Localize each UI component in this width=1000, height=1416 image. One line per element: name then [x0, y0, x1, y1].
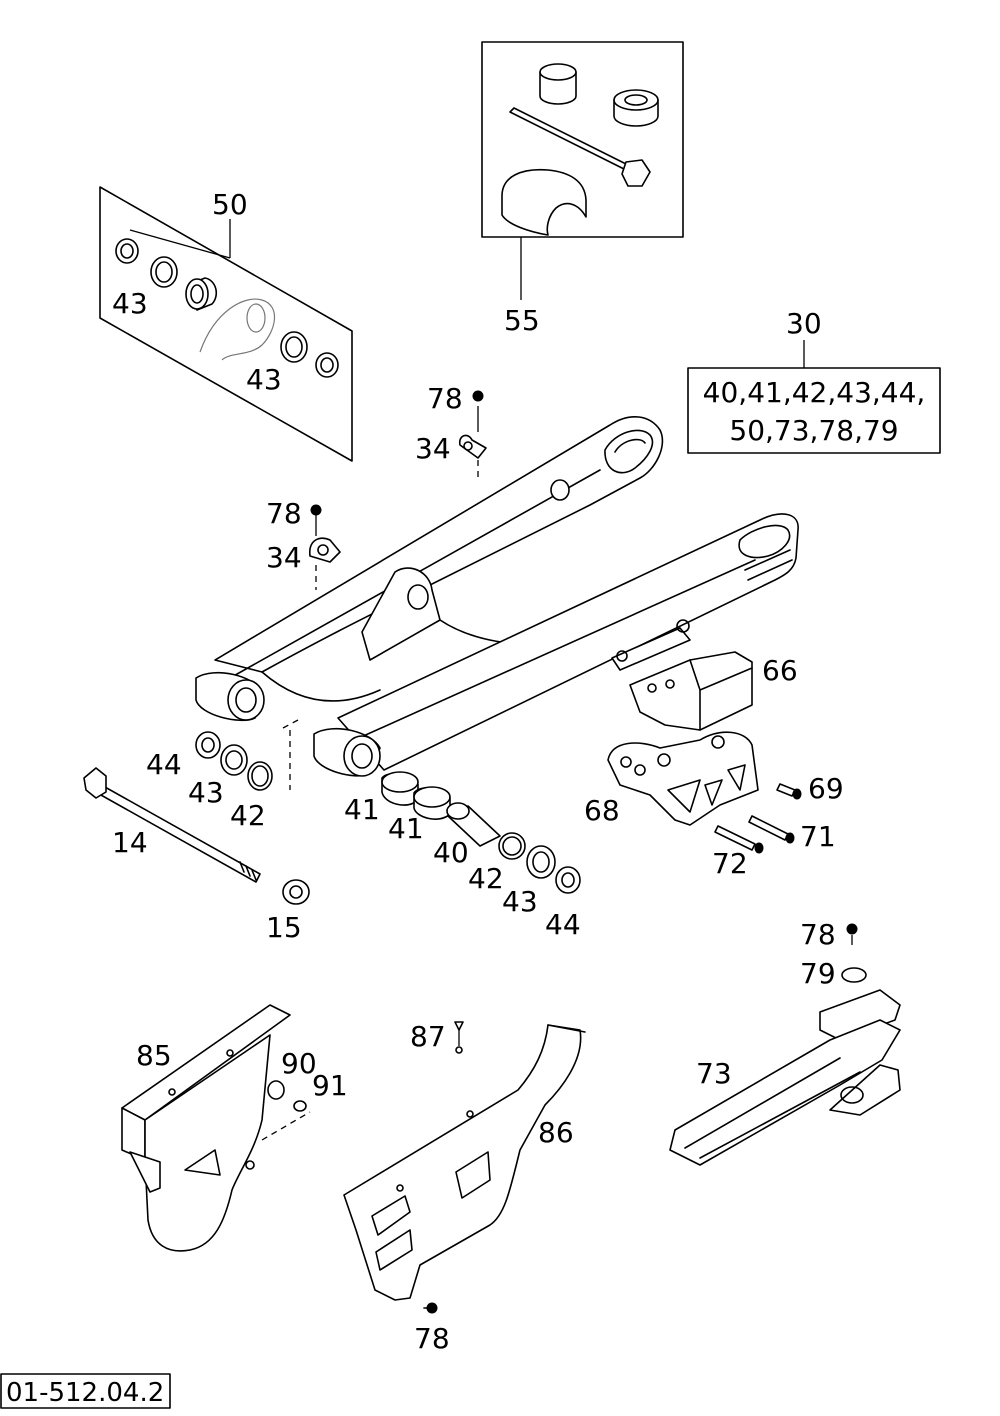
- part-label-87: 87: [410, 1020, 446, 1053]
- part-label-42: 42: [230, 799, 266, 832]
- pivot-bolt-14: [83, 767, 261, 883]
- part-label-43: 43: [188, 776, 224, 809]
- part-label-78: 78: [427, 382, 463, 415]
- part-label-43: 43: [502, 885, 538, 918]
- right-bearing-stack: [381, 771, 581, 894]
- bearing-kit-50: [99, 186, 353, 462]
- kit-30-box: [687, 340, 941, 454]
- part-label-43: 43: [112, 287, 148, 320]
- bolt-72: [714, 825, 764, 854]
- kit-30-contents-line2: 50,73,78,79: [729, 414, 898, 447]
- diagram-code: 01-512.04.2: [6, 1378, 164, 1408]
- chain-guide-clamp-34: [458, 390, 487, 480]
- part-label-79: 79: [800, 957, 836, 990]
- chain-guide-clamp-34: [309, 504, 341, 590]
- part-label-42: 42: [468, 862, 504, 895]
- part-label-41: 41: [388, 812, 424, 845]
- part-label-44: 44: [545, 908, 581, 941]
- chain-slider-73: [669, 923, 901, 1166]
- part-label-72: 72: [712, 847, 748, 880]
- part-label-71: 71: [800, 820, 836, 853]
- part-label-90: 90: [281, 1047, 317, 1080]
- part-label-69: 69: [808, 772, 844, 805]
- part-label-86: 86: [538, 1116, 574, 1149]
- bolt-71: [748, 815, 795, 844]
- part-label-55: 55: [504, 304, 540, 337]
- part-label-85: 85: [136, 1039, 172, 1072]
- chain-guard-85: [121, 1004, 311, 1252]
- swingarm: [195, 416, 799, 777]
- bushing-kit-55: [481, 41, 684, 300]
- part-label-40: 40: [433, 836, 469, 869]
- part-label-14: 14: [112, 826, 148, 859]
- nut-15: [282, 879, 310, 905]
- part-label-78: 78: [800, 918, 836, 951]
- part-label-43: 43: [246, 363, 282, 396]
- left-bearing-stack: [195, 719, 299, 791]
- bolt-69: [776, 783, 802, 800]
- part-label-15: 15: [266, 911, 302, 944]
- chain-guide-bracket-68: [607, 731, 759, 826]
- part-label-78: 78: [414, 1322, 450, 1355]
- diagram-code-box: [0, 1373, 171, 1409]
- part-label-73: 73: [696, 1057, 732, 1090]
- part-label-91: 91: [312, 1069, 348, 1102]
- kit-30-contents-line1: 40,41,42,43,44,: [703, 376, 926, 409]
- part-label-34: 34: [266, 541, 302, 574]
- part-label-78: 78: [266, 497, 302, 530]
- part-label-50: 50: [212, 188, 248, 221]
- part-label-44: 44: [146, 748, 182, 781]
- part-label-30: 30: [786, 307, 822, 340]
- chain-guard-86: [343, 1021, 586, 1314]
- part-label-66: 66: [762, 654, 798, 687]
- chain-guide-66: [629, 651, 753, 731]
- part-label-41: 41: [344, 793, 380, 826]
- part-label-68: 68: [584, 794, 620, 827]
- part-label-34: 34: [415, 432, 451, 465]
